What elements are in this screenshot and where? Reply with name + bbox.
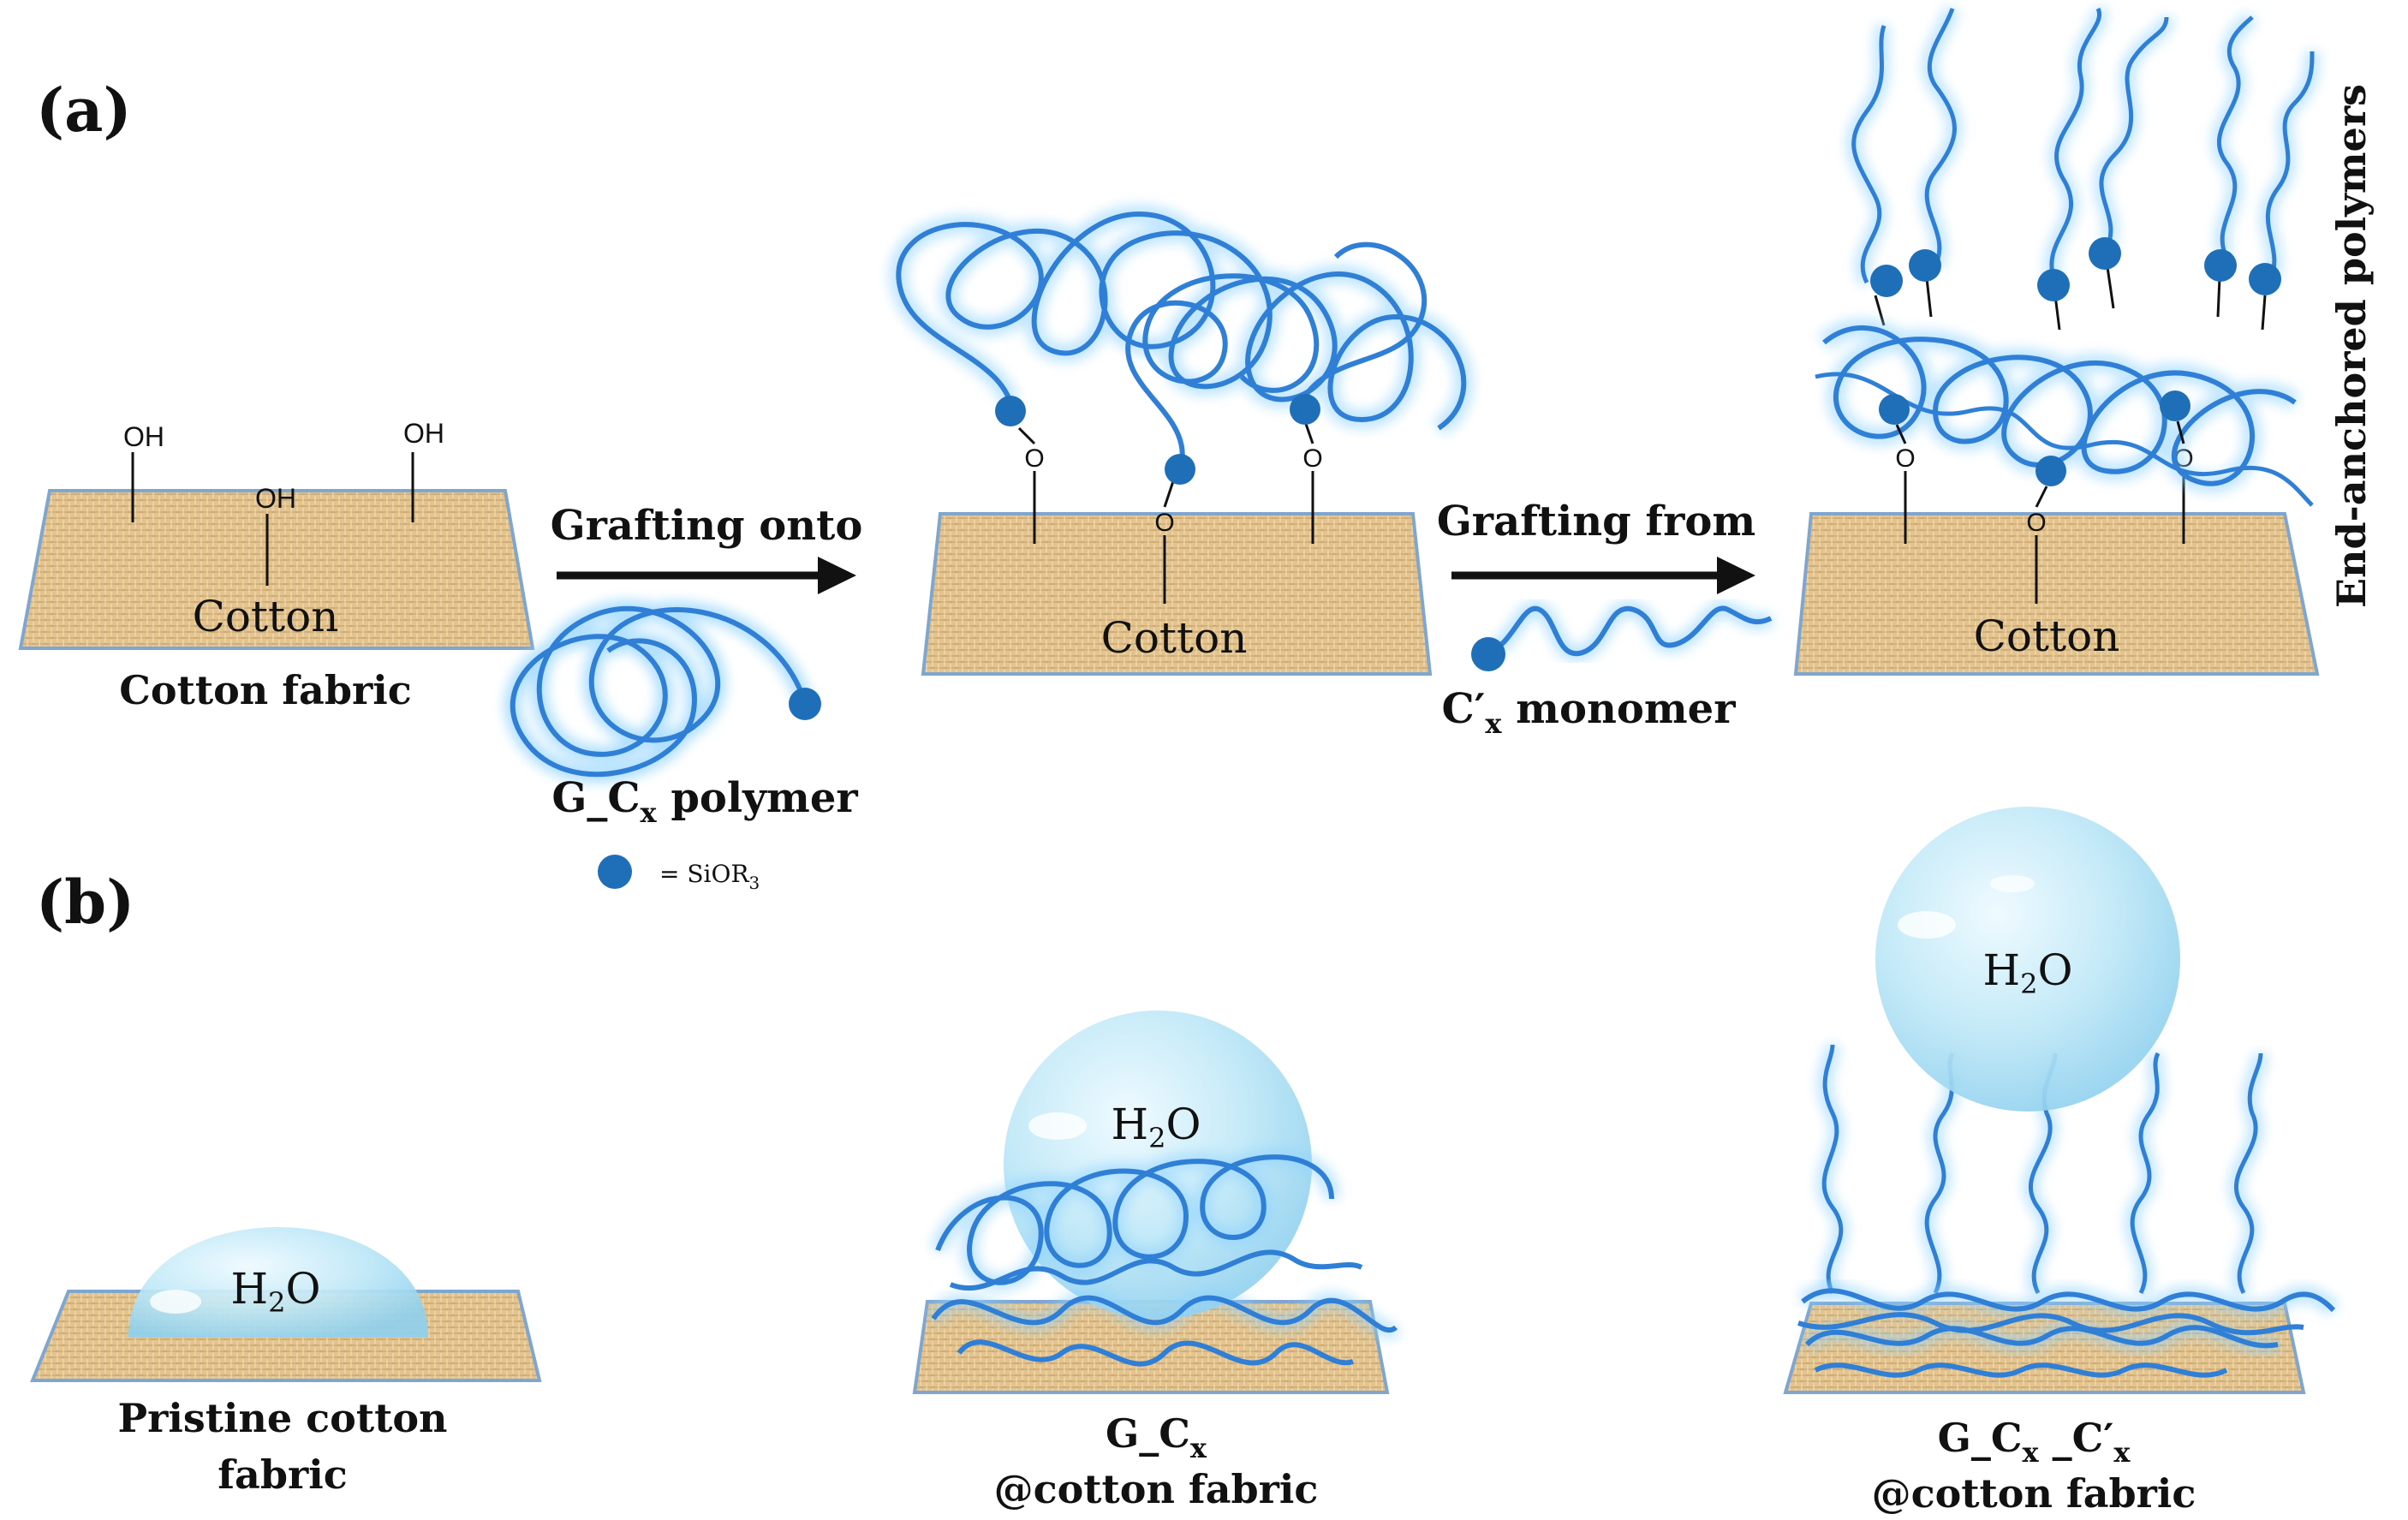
side-label: End-anchored polymers	[2328, 84, 2375, 608]
o-label: O	[1895, 444, 1915, 473]
water-drop-icon	[1875, 807, 2180, 1112]
polymer-network	[889, 204, 1474, 463]
panel-label-b: (b)	[36, 867, 134, 938]
sior3-anchor-icon	[2035, 456, 2066, 486]
polymer-layer	[926, 1148, 1403, 1367]
arrow-label: Grafting from	[1437, 498, 1755, 545]
fabric-label: Cotton	[193, 592, 339, 641]
panel-label-a: (a)	[36, 75, 132, 146]
fabric-slab	[921, 512, 1433, 676]
caption-line1: Pristine cotton	[118, 1395, 448, 1441]
fabric-label: Cotton	[1974, 611, 2120, 661]
polymer-coil-icon	[504, 599, 814, 784]
o-label: O	[1302, 444, 1322, 473]
o-label: O	[2026, 509, 2046, 537]
legend-text: = SiOR3	[659, 860, 760, 893]
caption-line2: fabric	[218, 1451, 347, 1498]
stage3-grafted-from: O O O	[1793, 4, 2375, 676]
o-label: O	[1154, 509, 1174, 537]
drop-label: H2O	[231, 1264, 321, 1319]
caption-line2: @cotton fabric	[1872, 1470, 2196, 1517]
polymer-layer	[1797, 1282, 2340, 1378]
sior3-anchor-icon	[2089, 237, 2121, 270]
step2-grafting-from: Grafting from C′x monomer	[1437, 498, 1775, 740]
sior3-anchor-icon	[2249, 263, 2281, 295]
step1-grafting-onto: Grafting onto G_Cx polymer = SiOR3	[504, 502, 863, 893]
sample3-grafted-onto-and-from: H2O G_Cx _C′x @cotton fabric	[1783, 807, 2340, 1517]
monomer-label: C′x monomer	[1442, 685, 1737, 740]
fabric-slab	[1793, 512, 2320, 676]
fabric-slab	[18, 489, 535, 650]
sior3-anchor-icon	[1870, 265, 1903, 297]
sior3-anchor-icon	[2037, 269, 2070, 301]
stage1-cotton-fabric: OH OH OH Cotton Cotton fabric	[18, 418, 535, 713]
reagent-label: G_Cx polymer	[551, 774, 858, 829]
sior3-anchor-icon	[1165, 454, 1195, 485]
fabric-label: Cotton	[1101, 613, 1248, 663]
arrow-icon	[557, 557, 856, 594]
end-anchored-chains	[1816, 1044, 2268, 1297]
oh-label: OH	[403, 418, 444, 449]
stage2-grafted-onto: O O O Cotton	[889, 204, 1474, 676]
oh-label: OH	[255, 483, 296, 514]
reagent-suffix: polymer	[657, 774, 859, 822]
arrow-icon	[1451, 557, 1755, 594]
sior3-anchor-icon	[1909, 249, 1941, 282]
caption-line1: G_Cx _C′x	[1938, 1415, 2131, 1469]
end-anchored-chains	[1845, 4, 2320, 331]
caption-line2: @cotton fabric	[994, 1466, 1319, 1512]
o-label: O	[1024, 444, 1044, 473]
reagent-base: G_C	[551, 774, 640, 822]
drop-label: H2O	[1112, 1100, 1201, 1154]
reagent-sub: x	[641, 796, 658, 829]
sior3-anchor-icon	[1879, 394, 1910, 425]
oh-label: OH	[123, 421, 164, 452]
arrow-label: Grafting onto	[551, 502, 863, 550]
water-drop-icon	[128, 1227, 428, 1338]
sior3-anchor-icon	[598, 855, 632, 889]
sior3-anchor-icon	[789, 688, 821, 720]
sior3-anchor-icon	[2204, 249, 2237, 282]
sior3-anchor-icon	[1471, 637, 1505, 671]
stage1-caption: Cotton fabric	[119, 667, 411, 713]
monomer-chain-icon	[1471, 600, 1775, 671]
sior3-anchor-icon	[995, 396, 1026, 426]
drop-label: H2O	[1983, 945, 2073, 1000]
sior3-anchor-icon	[2160, 390, 2190, 421]
sior3-anchor-icon	[1290, 394, 1320, 425]
sample2-grafted-onto: H2O G_Cx @cotton fabric	[912, 1010, 1403, 1512]
sample1-pristine: H2O Pristine cotton fabric	[30, 1227, 542, 1498]
legend: = SiOR3	[598, 855, 760, 893]
caption-line1: G_Cx	[1106, 1410, 1207, 1464]
